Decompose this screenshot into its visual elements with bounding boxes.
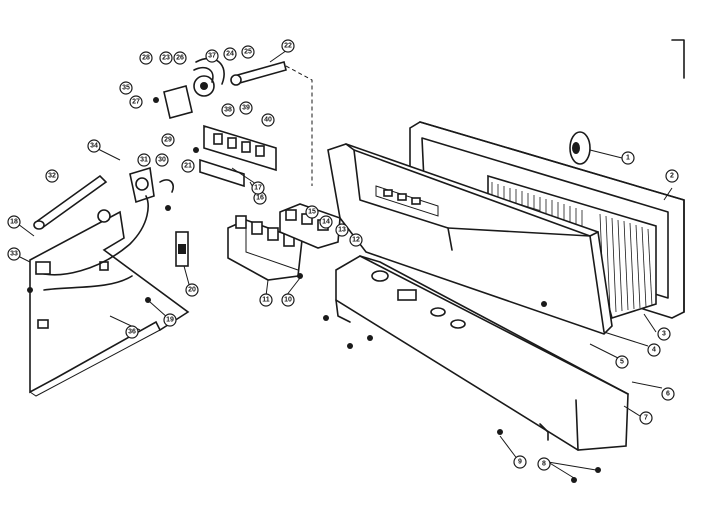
svg-text:34: 34	[90, 143, 98, 150]
svg-text:12: 12	[352, 237, 360, 244]
callout-8: 8	[537, 457, 551, 471]
callout-26: 26	[173, 51, 187, 65]
svg-text:8: 8	[542, 461, 546, 468]
timer-assembly	[163, 57, 313, 186]
corner-mark	[671, 39, 685, 79]
svg-text:19: 19	[166, 317, 174, 324]
key-buttons	[279, 203, 341, 249]
svg-text:5: 5	[620, 359, 624, 366]
callout-25: 25	[241, 45, 255, 59]
switch-plate	[199, 124, 277, 188]
callout-22: 22	[281, 39, 295, 53]
callout-18: 18	[7, 215, 21, 229]
svg-text:4: 4	[652, 347, 656, 354]
callout-14: 14	[319, 215, 333, 229]
svg-text:23: 23	[162, 55, 170, 62]
console-housing	[327, 143, 613, 335]
callout-27: 27	[129, 95, 143, 109]
control-knob	[569, 131, 591, 165]
svg-text:9: 9	[518, 459, 522, 466]
callout-39: 39	[239, 101, 253, 115]
callout-36: 36	[125, 325, 139, 339]
callout-6: 6	[661, 387, 675, 401]
svg-text:21: 21	[184, 163, 192, 170]
callout-11: 11	[259, 293, 273, 307]
svg-text:31: 31	[140, 157, 148, 164]
svg-text:14: 14	[322, 219, 330, 226]
svg-text:30: 30	[158, 157, 166, 164]
callout-10: 10	[281, 293, 295, 307]
callout-20: 20	[185, 283, 199, 297]
callout-24: 24	[223, 47, 237, 61]
callout-32: 32	[45, 169, 59, 183]
callout-2: 2	[665, 169, 679, 183]
svg-text:40: 40	[264, 117, 272, 124]
svg-text:13: 13	[338, 227, 346, 234]
lamp-socket	[35, 166, 189, 291]
svg-text:18: 18	[10, 219, 18, 226]
svg-text:38: 38	[224, 107, 232, 114]
svg-text:17: 17	[254, 185, 262, 192]
callout-9: 9	[513, 455, 527, 469]
svg-text:7: 7	[644, 415, 648, 422]
callout-28: 28	[139, 51, 153, 65]
svg-text:26: 26	[176, 55, 184, 62]
svg-text:37: 37	[208, 53, 216, 60]
callout-13: 13	[335, 223, 349, 237]
callout-35: 35	[119, 81, 133, 95]
callout-15: 15	[305, 205, 319, 219]
callout-4: 4	[647, 343, 661, 357]
callout-5: 5	[615, 355, 629, 369]
callout-31: 31	[137, 153, 151, 167]
lower-trim-panel	[335, 255, 629, 451]
callout-30: 30	[155, 153, 169, 167]
callout-1: 1	[621, 151, 635, 165]
callout-7: 7	[639, 411, 653, 425]
screws	[27, 97, 601, 483]
callout-3: 3	[657, 327, 671, 341]
callout-37: 37	[205, 49, 219, 63]
svg-text:35: 35	[122, 85, 130, 92]
svg-text:22: 22	[284, 43, 292, 50]
svg-text:29: 29	[164, 137, 172, 144]
svg-text:28: 28	[142, 55, 150, 62]
svg-text:15: 15	[308, 209, 316, 216]
svg-text:33: 33	[10, 251, 18, 258]
leader-lines	[13, 47, 673, 479]
callout-23: 23	[159, 51, 173, 65]
svg-text:6: 6	[666, 391, 670, 398]
callout-38: 38	[221, 103, 235, 117]
callout-40: 40	[261, 113, 275, 127]
svg-text:16: 16	[256, 195, 264, 202]
svg-text:36: 36	[128, 329, 136, 336]
light-tube	[33, 174, 108, 230]
svg-text:25: 25	[244, 49, 252, 56]
svg-text:11: 11	[262, 297, 270, 304]
callout-16: 16	[253, 191, 267, 205]
svg-text:39: 39	[242, 105, 250, 112]
callout-29: 29	[161, 133, 175, 147]
callout-34: 34	[87, 139, 101, 153]
svg-text:3: 3	[662, 331, 666, 338]
callout-12: 12	[349, 233, 363, 247]
callout-21: 21	[181, 159, 195, 173]
svg-text:27: 27	[132, 99, 140, 106]
svg-text:20: 20	[188, 287, 196, 294]
callout-17: 17	[251, 181, 265, 195]
callout-19: 19	[163, 313, 177, 327]
svg-text:24: 24	[226, 51, 234, 58]
svg-text:2: 2	[670, 173, 674, 180]
mounting-bracket	[29, 210, 190, 397]
svg-text:32: 32	[48, 173, 56, 180]
svg-text:1: 1	[626, 155, 630, 162]
svg-text:10: 10	[284, 297, 292, 304]
callout-33: 33	[7, 247, 21, 261]
